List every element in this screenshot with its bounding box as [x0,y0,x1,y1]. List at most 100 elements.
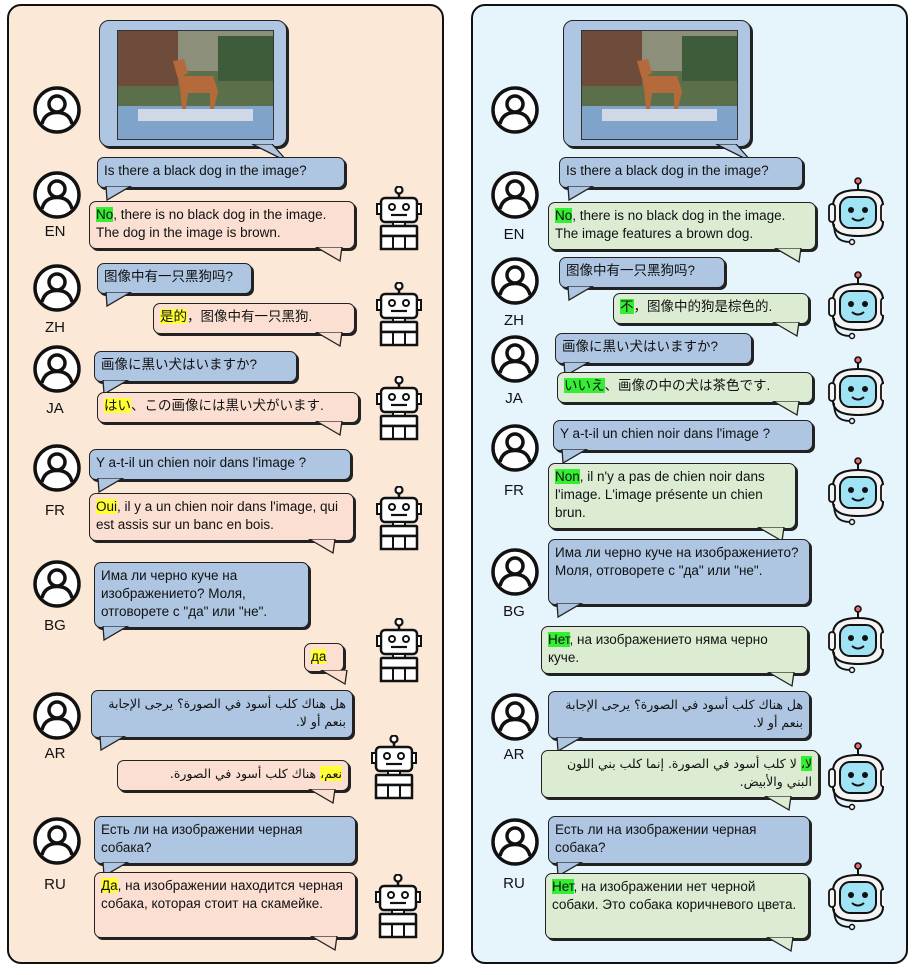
answer-highlight: No [555,208,573,223]
user-icon [32,85,82,135]
user-icon [32,559,82,609]
answer-highlight: No [96,207,114,222]
question-bubble-fr: Y a-t-il un chien noir dans l'image ? [89,449,351,480]
answer-text: , на изображении нет черной собаки. Это … [552,879,797,912]
answer-bubble-ar: نعم، هناك كلب أسود في الصورة. [117,760,349,791]
user-icon [32,344,82,394]
answer-bubble-bg: Нет, на изображението няма черно куче. [541,626,808,674]
lang-label-ar: AR [503,746,525,763]
question-bubble-zh: 图像中有一只黑狗吗? [97,263,252,294]
user-icon [490,334,540,384]
answer-text: , на изображението няма черно куче. [548,632,768,665]
question-text: Is there a black dog in the image? [104,163,307,178]
user-icon [490,170,540,220]
answer-highlight: いいえ [564,378,605,393]
robot-icon [828,456,884,528]
robot-icon [369,735,419,801]
lang-label-bg: BG [503,603,525,620]
answer-bubble-en: No, there is no black dog in the image. … [89,201,355,249]
answer-highlight: 不 [620,299,634,314]
image-bubble [563,20,753,163]
answer-bubble-ru: Нет, на изображении нет черной собаки. Э… [545,873,809,939]
question-bubble-bg: Има ли черно куче на изображението? Моля… [548,539,810,605]
question-bubble-ja: 画像に黒い犬はいますか? [94,351,297,382]
user-icon [32,170,82,220]
answer-text: 、画像の中の犬は茶色です. [604,378,771,393]
answer-bubble-ja: はい、この画像には黒い犬がいます. [97,392,359,423]
answer-bubble-fr: Oui, il y a un chien noir dans l'image, … [89,493,354,541]
question-bubble-en: Is there a black dog in the image? [559,157,803,188]
question-bubble-en: Is there a black dog in the image? [97,157,345,188]
left-panel: EN ZH JA FR BG AR RU Is there a black do… [7,4,444,964]
answer-bubble-zh: 是的，图像中有一只黑狗. [153,303,355,334]
lang-label-fr: FR [504,482,524,499]
answer-bubble-en: No, there is no black dog in the image. … [548,202,816,250]
answer-bubble-ja: いいえ、画像の中の犬は茶色です. [557,372,813,403]
lang-label-ja: JA [505,390,523,407]
question-bubble-ar: هل هناك كلب أسود في الصورة؟ يرجى الإجابة… [548,691,810,739]
question-text: Y a-t-il un chien noir dans l'image ? [96,455,307,470]
question-bubble-ja: 画像に黒い犬はいますか? [555,333,752,364]
answer-bubble-ar: لا، لا كلب أسود في الصورة. إنما كلب بني … [541,750,819,798]
question-text: Is there a black dog in the image? [566,163,769,178]
answer-text: , на изображении находится черная собака… [101,878,343,911]
user-icon [32,691,82,741]
answer-highlight: Non [555,469,580,484]
answer-bubble-zh: 不，图像中的狗是棕色的. [613,293,809,324]
answer-bubble-fr: Non, il n'y a pas de chien noir dans l'i… [548,463,796,529]
answer-text: لا كلب أسود في الصورة. إنما كلب بني اللو… [566,756,812,789]
answer-text: ，图像中的狗是棕色的. [633,299,773,314]
lang-label-ru: RU [503,875,525,892]
robot-icon [374,618,424,684]
answer-text: , il y a un chien noir dans l'image, qui… [96,499,338,532]
question-text: 画像に黒い犬はいますか? [101,357,258,372]
lang-label-zh: ZH [504,312,524,329]
robot-icon [828,355,884,427]
lang-label-ru: RU [44,876,66,893]
answer-text: , there is no black dog in the image. Th… [96,207,327,240]
answer-bubble-ru: Да, на изображении находится черная соба… [94,872,356,938]
lang-label-en: EN [503,226,525,243]
question-text: Y a-t-il un chien noir dans l'image ? [560,426,771,441]
lang-label-fr: FR [45,502,65,519]
question-bubble-ru: Есть ли на изображении черная собака? [94,816,356,864]
question-text: Есть ли на изображении черная собака? [101,822,303,855]
lang-label-ar: AR [44,745,66,762]
lang-label-en: EN [44,223,66,240]
question-bubble-ru: Есть ли на изображении черная собака? [548,816,810,864]
answer-highlight: Нет [552,879,574,894]
answer-text: , il n'y a pas de chien noir dans l'imag… [555,469,765,520]
answer-text: , there is no black dog in the image. Th… [555,208,786,241]
answer-bubble-bg: да [304,643,344,672]
question-text: Има ли черно куче на изображението? Моля… [555,545,799,578]
question-text: 图像中有一只黑狗吗? [566,263,696,278]
lang-label-zh: ZH [45,319,65,336]
user-icon [490,547,540,597]
robot-icon [828,176,884,248]
question-bubble-ar: هل هناك كلب أسود في الصورة؟ يرجى الإجابة… [91,690,353,738]
lang-label-ja: JA [46,400,64,417]
question-text: Има ли черно куче на изображението? Моля… [101,568,268,619]
user-icon [490,85,540,135]
user-icon [490,692,540,742]
right-panel: EN ZH JA FR BG AR RU Is there a black do… [471,4,908,964]
answer-highlight: はい [104,398,131,413]
question-text: 画像に黒い犬はいますか? [562,339,719,354]
answer-highlight: да [311,649,327,664]
dog-photo [117,30,274,140]
answer-highlight: Oui [96,499,118,514]
robot-icon [828,270,884,342]
image-bubble [99,20,289,163]
user-icon [490,256,540,306]
question-text: Есть ли на изображении черная собака? [555,822,757,855]
user-icon [32,816,82,866]
question-bubble-fr: Y a-t-il un chien noir dans l'image ? [553,420,813,451]
answer-highlight: Да [101,878,118,893]
answer-text: هناك كلب أسود في الصورة. [169,766,321,781]
robot-icon [374,186,424,252]
robot-icon [828,861,884,933]
answer-text: ，图像中有一只黑狗. [187,309,313,324]
answer-highlight: 是的 [160,309,187,324]
answer-highlight: لا، [800,756,812,771]
question-bubble-zh: 图像中有一只黑狗吗? [559,257,725,288]
